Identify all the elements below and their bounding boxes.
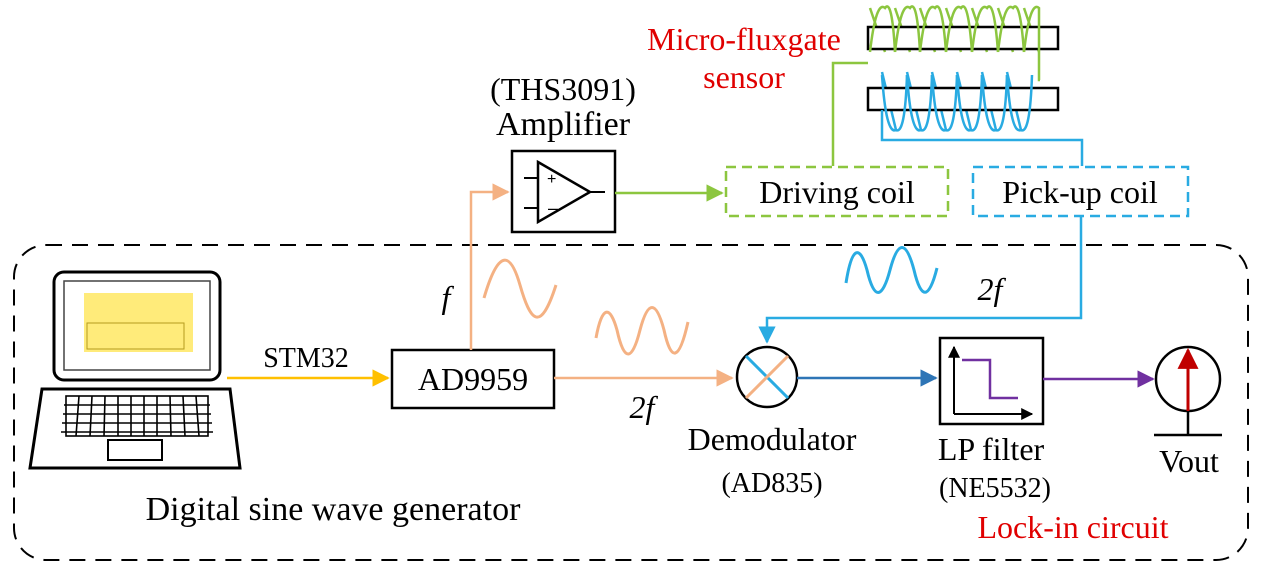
ad9959-block [390, 348, 556, 410]
amplifier-part-label: (THS3091) [490, 71, 636, 107]
pickup-coil-wire [880, 110, 1084, 166]
f-sine-wave [482, 258, 558, 319]
laptop-keyboard [61, 395, 213, 437]
2f-rx-sine-wave [844, 246, 939, 294]
stm32-label: STM32 [263, 343, 349, 374]
ad9959-label: AD9959 [418, 361, 528, 397]
freq-f-label: f [442, 279, 455, 315]
driving-coil-box [724, 165, 950, 218]
freq-2f-tx-label: 2f [630, 389, 659, 425]
generator-label: Digital sine wave generator [146, 491, 521, 528]
driving-coil-wire [831, 61, 868, 166]
laptop-icon [28, 270, 242, 470]
ad9959-to-amp-wire [469, 183, 510, 350]
amplifier-block: + – [510, 149, 617, 234]
lp-filter-name-label: LP filter [938, 431, 1045, 467]
vout-label: Vout [1159, 443, 1219, 479]
laptop-touchpad [107, 439, 163, 461]
sensor-title-line2: sensor [703, 59, 785, 95]
sensor-title-line1: Micro-fluxgate [647, 21, 841, 57]
freq-2f-rx-label: 2f [978, 271, 1007, 307]
svg-text:–: – [548, 198, 558, 218]
demodulator-name-label: Demodulator [688, 421, 857, 457]
micro-fluxgate-sensor [866, 5, 1060, 132]
pickup-coil-label: Pick-up coil [1002, 174, 1158, 210]
lock-in-title: Lock-in circuit [977, 509, 1168, 545]
driving-coil-winding-front [868, 5, 1041, 82]
op-amp-icon [536, 159, 593, 225]
pickup-coil-winding-front [880, 74, 1034, 132]
svg-text:+: + [547, 171, 556, 188]
lp-filter-block [938, 336, 1045, 426]
amplifier-name-label: Amplifier [496, 106, 631, 143]
lowpass-response-icon [962, 358, 1018, 400]
pickup-to-demod-wire [758, 216, 1083, 344]
demodulator-part-label: (AD835) [721, 468, 822, 499]
driving-core-bar [866, 25, 1060, 51]
lp-filter-part-label: (NE5532) [939, 473, 1051, 504]
lock-in-region [13, 244, 1249, 561]
2f-tx-sine-wave [594, 306, 690, 356]
demodulator-symbol [735, 345, 799, 409]
driving-coil-label: Driving coil [759, 174, 915, 210]
vout-meter-symbol [1154, 345, 1222, 437]
